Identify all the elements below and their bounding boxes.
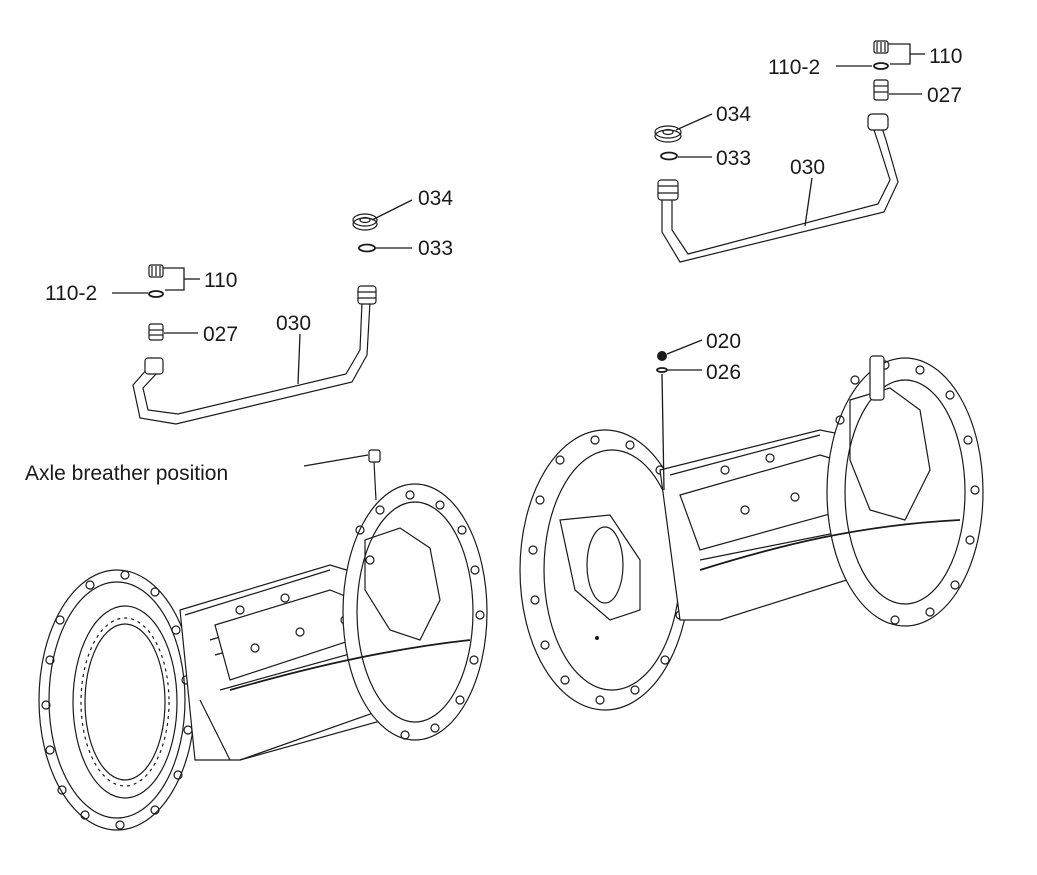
left-part-030-pipe (132, 285, 377, 425)
label-right-033: 033 (716, 147, 751, 170)
leader-left-030 (297, 333, 301, 385)
right-part-034-nut (654, 125, 682, 143)
label-left-110-2: 110-2 (45, 282, 97, 305)
leader-right-020 (666, 339, 703, 355)
right-part-020 (657, 351, 667, 361)
right-part-030-pipe (657, 113, 899, 263)
right-part-026 (656, 367, 668, 373)
left-axle-housing (38, 449, 488, 831)
left-part-033-washer (358, 243, 376, 253)
leader-right-030 (804, 177, 813, 227)
label-breather-position: Axle breather position (25, 462, 228, 485)
right-part-027-adapter (873, 79, 889, 101)
label-right-034: 034 (716, 103, 751, 126)
label-left-027: 027 (203, 323, 238, 346)
bracket-right-110 (888, 43, 911, 65)
leader-breather (303, 454, 369, 467)
left-pipe-assembly (132, 213, 378, 425)
right-part-110-breather (873, 40, 889, 54)
right-pipe-assembly (654, 40, 899, 373)
label-right-020: 020 (706, 330, 741, 353)
label-left-030: 030 (276, 312, 311, 335)
left-part-027-adapter (148, 323, 164, 341)
right-axle-housing (519, 355, 984, 711)
right-part-033-washer (660, 151, 678, 161)
label-left-033: 033 (418, 237, 453, 260)
label-left-110: 110 (204, 269, 237, 292)
leader-right-034 (675, 113, 713, 131)
bracket-left-110 (163, 267, 185, 291)
left-part-110-breather (148, 264, 164, 278)
left-part-034-nut (352, 213, 378, 231)
right-part-110-2-oring (873, 62, 889, 70)
label-right-027: 027 (927, 84, 962, 107)
leader-left-034 (371, 199, 413, 221)
left-part-110-2-oring (148, 290, 164, 298)
label-right-030: 030 (790, 156, 825, 179)
label-left-034: 034 (418, 187, 453, 210)
leader-right-mount (661, 373, 665, 491)
label-right-110: 110 (929, 45, 962, 68)
label-right-110-2: 110-2 (768, 56, 820, 79)
label-right-026: 026 (706, 361, 741, 384)
